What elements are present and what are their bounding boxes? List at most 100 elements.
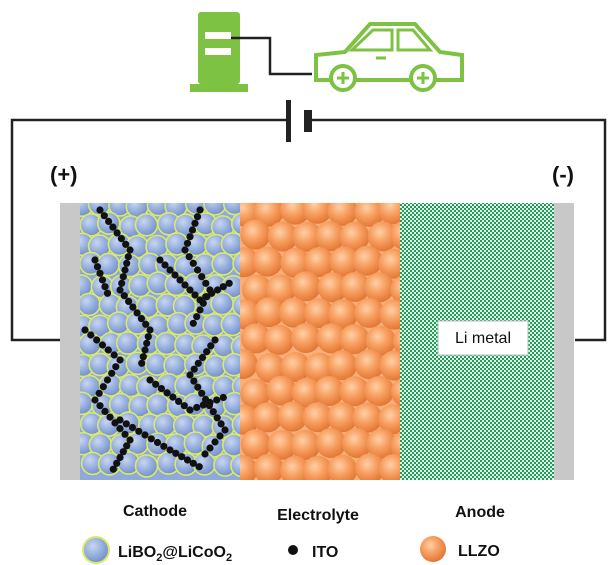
llzo-particle bbox=[354, 297, 385, 328]
ito-dot bbox=[208, 289, 216, 297]
llzo-particle bbox=[327, 203, 358, 226]
ito-dot bbox=[98, 341, 107, 349]
llzo-particle bbox=[264, 324, 294, 355]
llzo-particle bbox=[280, 352, 311, 382]
ito-dot bbox=[202, 395, 210, 403]
ito-dot bbox=[119, 273, 127, 281]
llzo-particle bbox=[327, 454, 358, 480]
cathode-particle bbox=[231, 212, 242, 236]
llzo-particle bbox=[254, 297, 285, 328]
ito-dot bbox=[176, 276, 184, 284]
cathode-particle bbox=[80, 292, 101, 317]
llzo-particle bbox=[339, 376, 370, 407]
battery-symbol-icon bbox=[286, 100, 312, 142]
llzo-particle bbox=[280, 248, 311, 278]
legend-blue-particle-icon bbox=[82, 536, 110, 564]
ito-dot bbox=[180, 402, 188, 410]
llzo-particle bbox=[277, 401, 308, 432]
llzo-particle bbox=[365, 325, 396, 356]
ito-dot bbox=[171, 271, 179, 279]
cathode-particle bbox=[232, 294, 242, 318]
ito-dot bbox=[196, 306, 204, 314]
ito-dot bbox=[116, 416, 124, 424]
ito-dot bbox=[106, 413, 114, 421]
ito-dot bbox=[103, 289, 112, 297]
ito-dot bbox=[213, 414, 221, 422]
legend-item-coated-particle: LiBO2@LiCoO2 bbox=[82, 536, 232, 564]
ito-dot bbox=[221, 426, 229, 434]
ito-dot bbox=[186, 233, 194, 241]
llzo-particle bbox=[316, 323, 347, 354]
ito-dot bbox=[183, 239, 192, 247]
llzo-particle bbox=[390, 221, 400, 250]
llzo-particle bbox=[240, 219, 271, 250]
ito-dot bbox=[207, 342, 215, 350]
ito-dot bbox=[116, 356, 124, 364]
cathode-particle bbox=[220, 232, 242, 256]
ito-dot bbox=[175, 397, 183, 405]
ito-dot bbox=[126, 436, 134, 444]
legend: LiBO2@LiCoO2 ITO LLZO bbox=[82, 536, 500, 564]
ito-dot bbox=[185, 253, 193, 261]
ito-dot bbox=[194, 383, 202, 391]
ito-dot bbox=[160, 442, 168, 450]
cathode-particle bbox=[222, 433, 242, 457]
ito-dot bbox=[217, 420, 225, 428]
ito-dot bbox=[123, 259, 131, 267]
cathode-particle bbox=[115, 331, 140, 355]
ito-dot bbox=[118, 279, 126, 287]
llzo-particle bbox=[328, 299, 358, 330]
ito-dot bbox=[122, 420, 130, 428]
llzo-particle bbox=[392, 328, 400, 355]
llzo-particle bbox=[327, 402, 358, 433]
ito-dot bbox=[138, 359, 146, 367]
ito-dot bbox=[193, 266, 202, 274]
ito-dot bbox=[189, 459, 197, 467]
cathode-current-collector bbox=[60, 203, 82, 480]
ito-dot bbox=[153, 438, 162, 447]
ito-dot bbox=[191, 219, 199, 227]
llzo-particle bbox=[266, 375, 297, 406]
legend-coated-sub2: 2 bbox=[226, 552, 232, 564]
ito-dot bbox=[157, 385, 165, 393]
cathode-particle bbox=[222, 352, 242, 377]
cathode-particle bbox=[222, 203, 242, 216]
cathode-particle bbox=[220, 312, 242, 337]
cathode-layer bbox=[80, 203, 242, 480]
legend-ito-label: ITO bbox=[312, 544, 338, 561]
ito-dot bbox=[213, 396, 221, 404]
ito-dot bbox=[117, 235, 125, 243]
ito-dot bbox=[96, 269, 104, 277]
ito-dot bbox=[81, 326, 89, 334]
li-metal-label-box bbox=[437, 320, 529, 356]
llzo-particle bbox=[315, 221, 346, 252]
ito-dot bbox=[188, 226, 197, 234]
cathode-particle bbox=[203, 203, 227, 216]
ito-dot bbox=[189, 259, 197, 267]
ito-dot bbox=[146, 376, 154, 384]
llzo-particle bbox=[240, 429, 271, 460]
cathode-particle bbox=[211, 252, 235, 276]
ito-dot bbox=[126, 246, 134, 254]
llzo-particle bbox=[292, 221, 323, 252]
svg-text:LiBO2@LiCoO2: LiBO2@LiCoO2 bbox=[118, 544, 232, 564]
llzo-particle bbox=[252, 402, 283, 433]
ito-dot bbox=[121, 430, 129, 438]
ito-dot bbox=[190, 365, 198, 373]
ito-dot bbox=[166, 266, 174, 274]
ito-dot bbox=[186, 286, 194, 294]
ito-dot bbox=[202, 293, 210, 301]
llzo-particle bbox=[291, 377, 322, 408]
cathode-particle bbox=[210, 291, 234, 316]
ito-dot bbox=[113, 229, 121, 237]
ito-dot bbox=[113, 459, 121, 467]
llzo-particle bbox=[302, 203, 333, 224]
llzo-particle bbox=[354, 349, 385, 380]
ito-dot bbox=[98, 276, 107, 284]
ito-dot bbox=[166, 446, 174, 454]
ito-dot bbox=[122, 240, 130, 248]
ito-dot bbox=[124, 253, 132, 261]
llzo-particle bbox=[378, 404, 400, 435]
legend-ito-dot-icon bbox=[288, 545, 298, 555]
cathode-particle bbox=[231, 412, 242, 437]
